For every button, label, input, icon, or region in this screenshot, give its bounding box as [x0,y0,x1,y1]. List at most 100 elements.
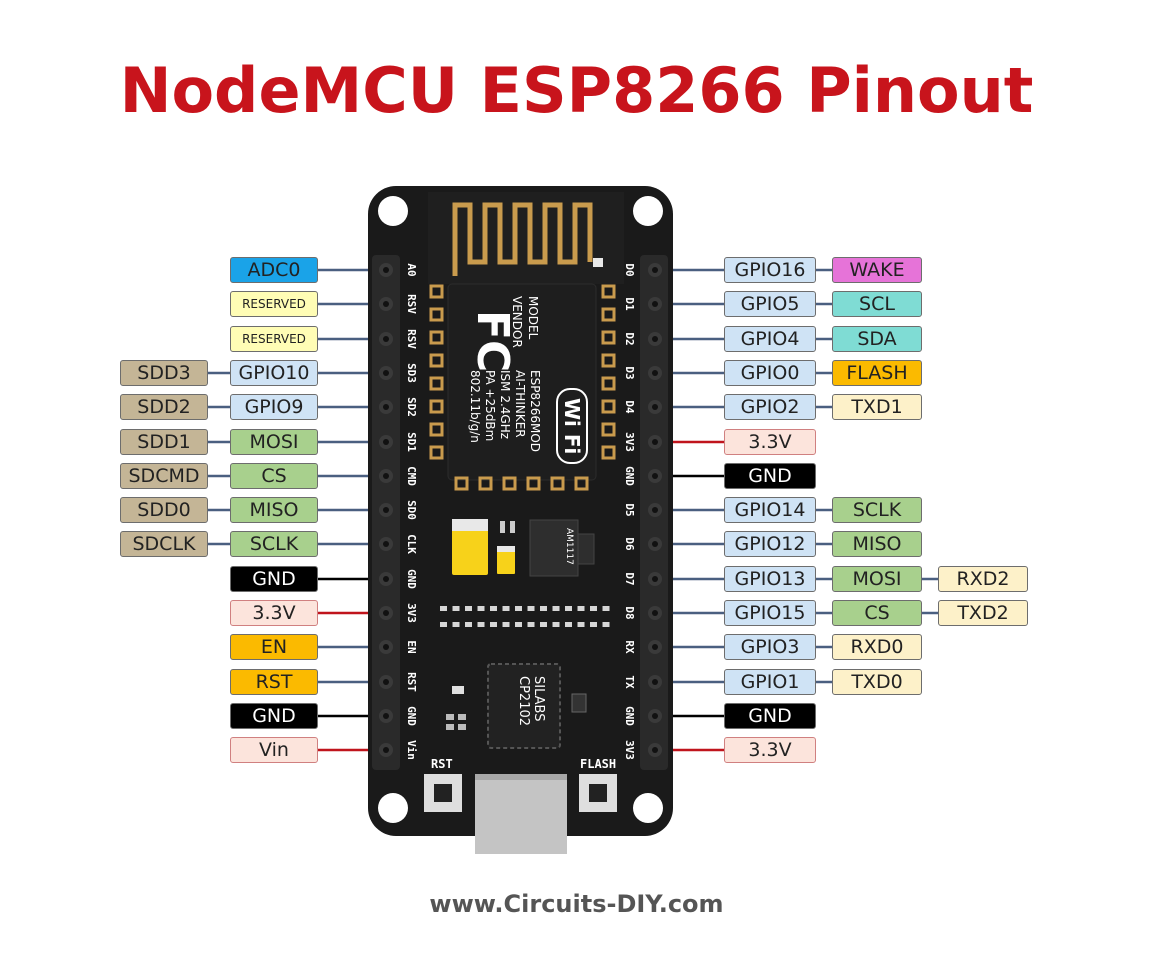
smd-pad [590,622,597,627]
smd-pad [452,622,460,627]
smd-pad [590,606,597,611]
right-silkscreen-label: TX [623,675,637,689]
left-silkscreen-label: SD1 [405,432,419,452]
header-pin-hole [383,541,389,547]
left-silkscreen-label: Vin [405,740,419,760]
module-part-number: ESP8266MOD [528,370,542,453]
castellated-pad [526,476,541,491]
header-pin-hole [652,336,658,342]
castellated-pad [429,330,444,345]
smd-component [458,714,466,720]
right-pin-label-gpio: GPIO14 [724,497,816,523]
smd-pad [440,606,447,611]
castellated-pad [429,422,444,437]
header-pin-hole [652,370,658,376]
castellated-pad [601,422,616,437]
header-pin-hole [383,713,389,719]
header-pin-hole [383,404,389,410]
smd-component [500,521,505,533]
header-pin-hole [383,610,389,616]
right-silkscreen-label: RX [623,640,637,654]
smd-pad [452,606,460,611]
micro-usb-connector [475,774,567,854]
left-silkscreen-label: EN [405,640,419,654]
left-silkscreen-label: CMD [405,466,419,486]
header-pin-hole [383,301,389,307]
left-pin-label-gnd: GND [230,566,318,592]
right-pin-label-spi: MOSI [832,566,922,592]
smd-pad [465,622,472,627]
header-pin-hole [383,267,389,273]
left-silkscreen-label: RSV [405,329,419,349]
left-pin-label-sdd: SDD3 [120,360,208,386]
flash-button-label: FLASH [580,757,617,771]
right-pin-label-gpio: GPIO3 [724,634,816,660]
left-pin-label-sdd: SDD2 [120,394,208,420]
smd-pad [515,606,522,611]
module-castellated-pads [429,284,616,491]
left-pin-label-sdd: SDD0 [120,497,208,523]
castellated-pad [478,476,493,491]
capacitor-band [497,546,515,552]
module-vendor-label: VENDOR [510,296,524,348]
right-silkscreen-label: D4 [623,400,637,414]
wifi-logo: Wi Fi [556,388,588,465]
mounting-hole [378,196,408,226]
smd-pad [502,622,510,627]
right-pin-label-gpio: GPIO4 [724,326,816,352]
header-pin-hole [652,473,658,479]
castellated-pad [601,353,616,368]
header-pin-hole [652,679,658,685]
castellated-pad [429,445,444,460]
smd-pad-row [440,606,610,627]
left-silkscreen-label: SD0 [405,500,419,520]
header-pin-hole [652,576,658,582]
header-pin-hole [652,644,658,650]
left-silkscreen-label: A0 [405,263,419,277]
right-pin-label-uart: TXD0 [832,669,922,695]
castellated-pad [601,399,616,414]
esp-module-shield [447,283,597,481]
left-pin-label-power: Vin [230,737,318,763]
regulator-label: AM1117 [564,528,574,565]
smd-pad [552,606,560,611]
right-pin-label-uart: TXD2 [938,600,1028,626]
smd-transistor [571,693,587,713]
rst-button-label: RST [431,757,453,771]
left-pin-label-gnd: GND [230,703,318,729]
right-pin-label-i2c: SCL [832,291,922,317]
right-silkscreen-label: 3V3 [623,740,637,760]
smd-pad [440,622,447,627]
rst-button-cap [434,784,452,802]
usb-chip-model: CP2102 [516,676,531,727]
smd-pad [540,606,547,611]
smd-pad [465,606,472,611]
smd-pad [490,606,497,611]
right-pin-label-control: FLASH [832,360,922,386]
castellated-pad [601,307,616,322]
right-pin-label-i2c: SDA [832,326,922,352]
right-pin-label-gnd: GND [724,463,816,489]
smd-led [452,686,464,694]
smd-pad [502,606,510,611]
voltage-regulator [529,519,579,577]
right-silkscreen-label: D2 [623,332,637,346]
smd-component [510,521,515,533]
module-model-label: MODEL [526,296,540,340]
castellated-pad [601,330,616,345]
right-pin-label-gpio: GPIO1 [724,669,816,695]
left-pin-label-spi: SCLK [230,531,318,557]
usb-chip-brand: SILABS [531,676,546,722]
right-pin-label-gpio: GPIO5 [724,291,816,317]
pcb-antenna-trace [452,202,593,276]
right-silkscreen-label: D0 [623,263,637,277]
smd-pad [565,606,572,611]
right-pin-label-uart: RXD2 [938,566,1028,592]
smd-pad [477,622,485,627]
header-pin-hole [383,679,389,685]
right-silkscreen-label: GND [623,466,637,486]
header-pin-hole [383,439,389,445]
header-pin-hole [652,541,658,547]
left-pin-label-spi: MISO [230,497,318,523]
right-pin-label-gpio: GPIO2 [724,394,816,420]
